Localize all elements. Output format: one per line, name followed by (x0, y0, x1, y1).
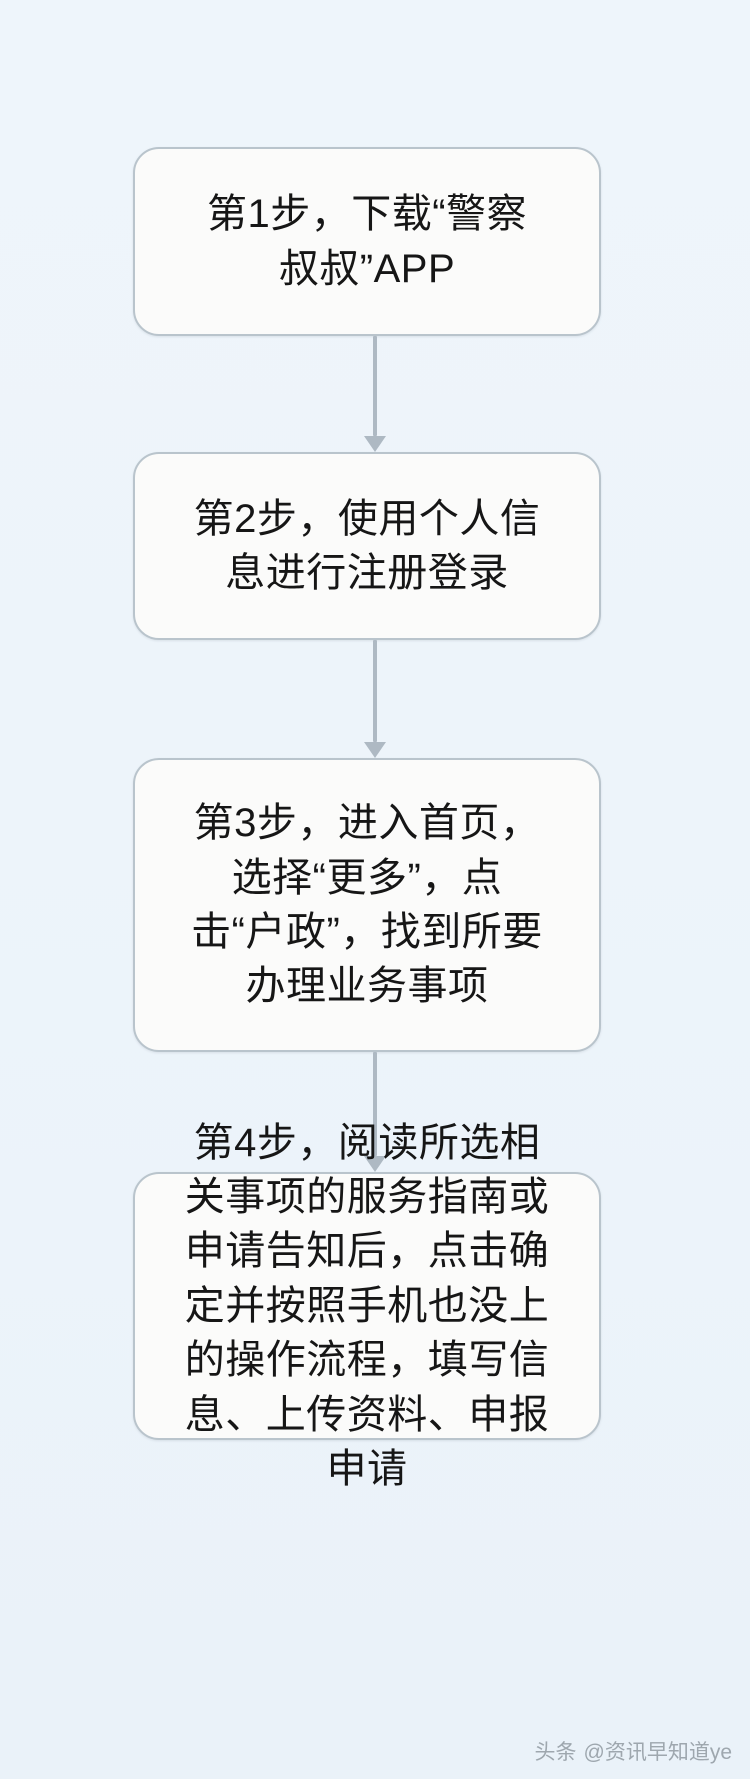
connector-line (373, 336, 377, 436)
arrow-down-icon (364, 436, 386, 452)
watermark: 头条 @资讯早知道ye (535, 1742, 733, 1763)
flow-node-step-2-label: 第2步，使用个人信 息进行注册登录 (193, 496, 541, 595)
flow-connector-2-3 (364, 640, 386, 758)
connector-line (373, 1052, 377, 1156)
flow-node-step-4: 第4步，阅读所选相 关事项的服务指南或 申请告知后，点击确 定并按照手机也没上 … (133, 1121, 601, 1491)
flow-node-step-4-label: 第4步，阅读所选相 关事项的服务指南或 申请告知后，点击确 定并按照手机也没上 … (184, 1120, 550, 1491)
flow-node-step-2: 第2步，使用个人信 息进行注册登录 (133, 452, 601, 640)
watermark-brand: 头条 (534, 1741, 577, 1764)
flow-connector-3-4 (364, 1052, 386, 1172)
flow-node-step-3: 第3步，进入首页， 选择“更多”，点 击“户政”，找到所要 办理业务事项 (133, 758, 601, 1052)
arrow-down-icon (364, 1156, 386, 1172)
flow-connector-1-2 (364, 336, 386, 452)
flow-node-step-1-label: 第1步，下载“警察 叔叔”APP (206, 192, 528, 291)
flow-node-step-3-label: 第3步，进入首页， 选择“更多”，点 击“户政”，找到所要 办理业务事项 (191, 801, 543, 1009)
watermark-handle: @资讯早知道ye (583, 1741, 733, 1764)
arrow-down-icon (364, 742, 386, 758)
connector-line (373, 640, 377, 742)
flow-node-step-1: 第1步，下载“警察 叔叔”APP (133, 147, 601, 336)
